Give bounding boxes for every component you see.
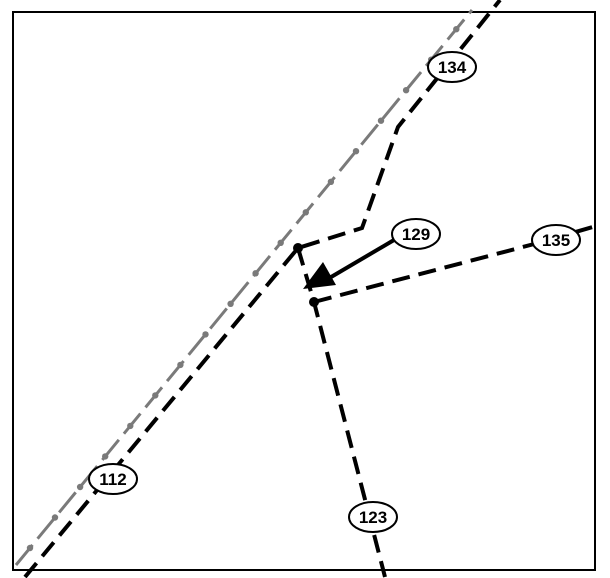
boundary-dot [227, 300, 234, 307]
junction-node-lower [309, 297, 319, 307]
boundary-dot [377, 117, 385, 124]
boundary-dot [76, 483, 84, 491]
boundary-dot [327, 178, 335, 185]
road-label-112-text: 112 [99, 470, 126, 489]
boundary-dot [102, 453, 109, 460]
boundary-dot [51, 514, 59, 521]
boundary-dot [453, 26, 460, 33]
road-label-134[interactable]: 134 [427, 51, 477, 83]
boundary-dot [152, 392, 159, 399]
road-label-123-text: 123 [359, 508, 387, 527]
road-label-134-text: 134 [438, 58, 467, 77]
road-label-135[interactable]: 135 [531, 224, 581, 256]
boundary-dot [302, 209, 309, 216]
road-112-line [23, 0, 502, 578]
road-label-129[interactable]: 129 [391, 218, 441, 250]
boundary-dot [402, 87, 410, 94]
road-label-112[interactable]: 112 [88, 463, 138, 495]
junction-node-upper [293, 243, 303, 253]
boundary-dots [26, 26, 460, 552]
road-label-123[interactable]: 123 [348, 501, 398, 533]
boundary-dot [252, 270, 259, 277]
boundary-dot [352, 148, 360, 155]
arrow-129-shaft [324, 238, 396, 282]
boundary-dot [277, 239, 284, 246]
boundary-dot [202, 331, 209, 338]
road-label-135-text: 135 [542, 231, 570, 250]
arrow-129-head [303, 262, 336, 289]
boundary-dot [177, 361, 184, 369]
boundary-dot [127, 422, 134, 430]
road-label-129-text: 129 [402, 225, 430, 244]
boundary-dot [26, 544, 34, 552]
